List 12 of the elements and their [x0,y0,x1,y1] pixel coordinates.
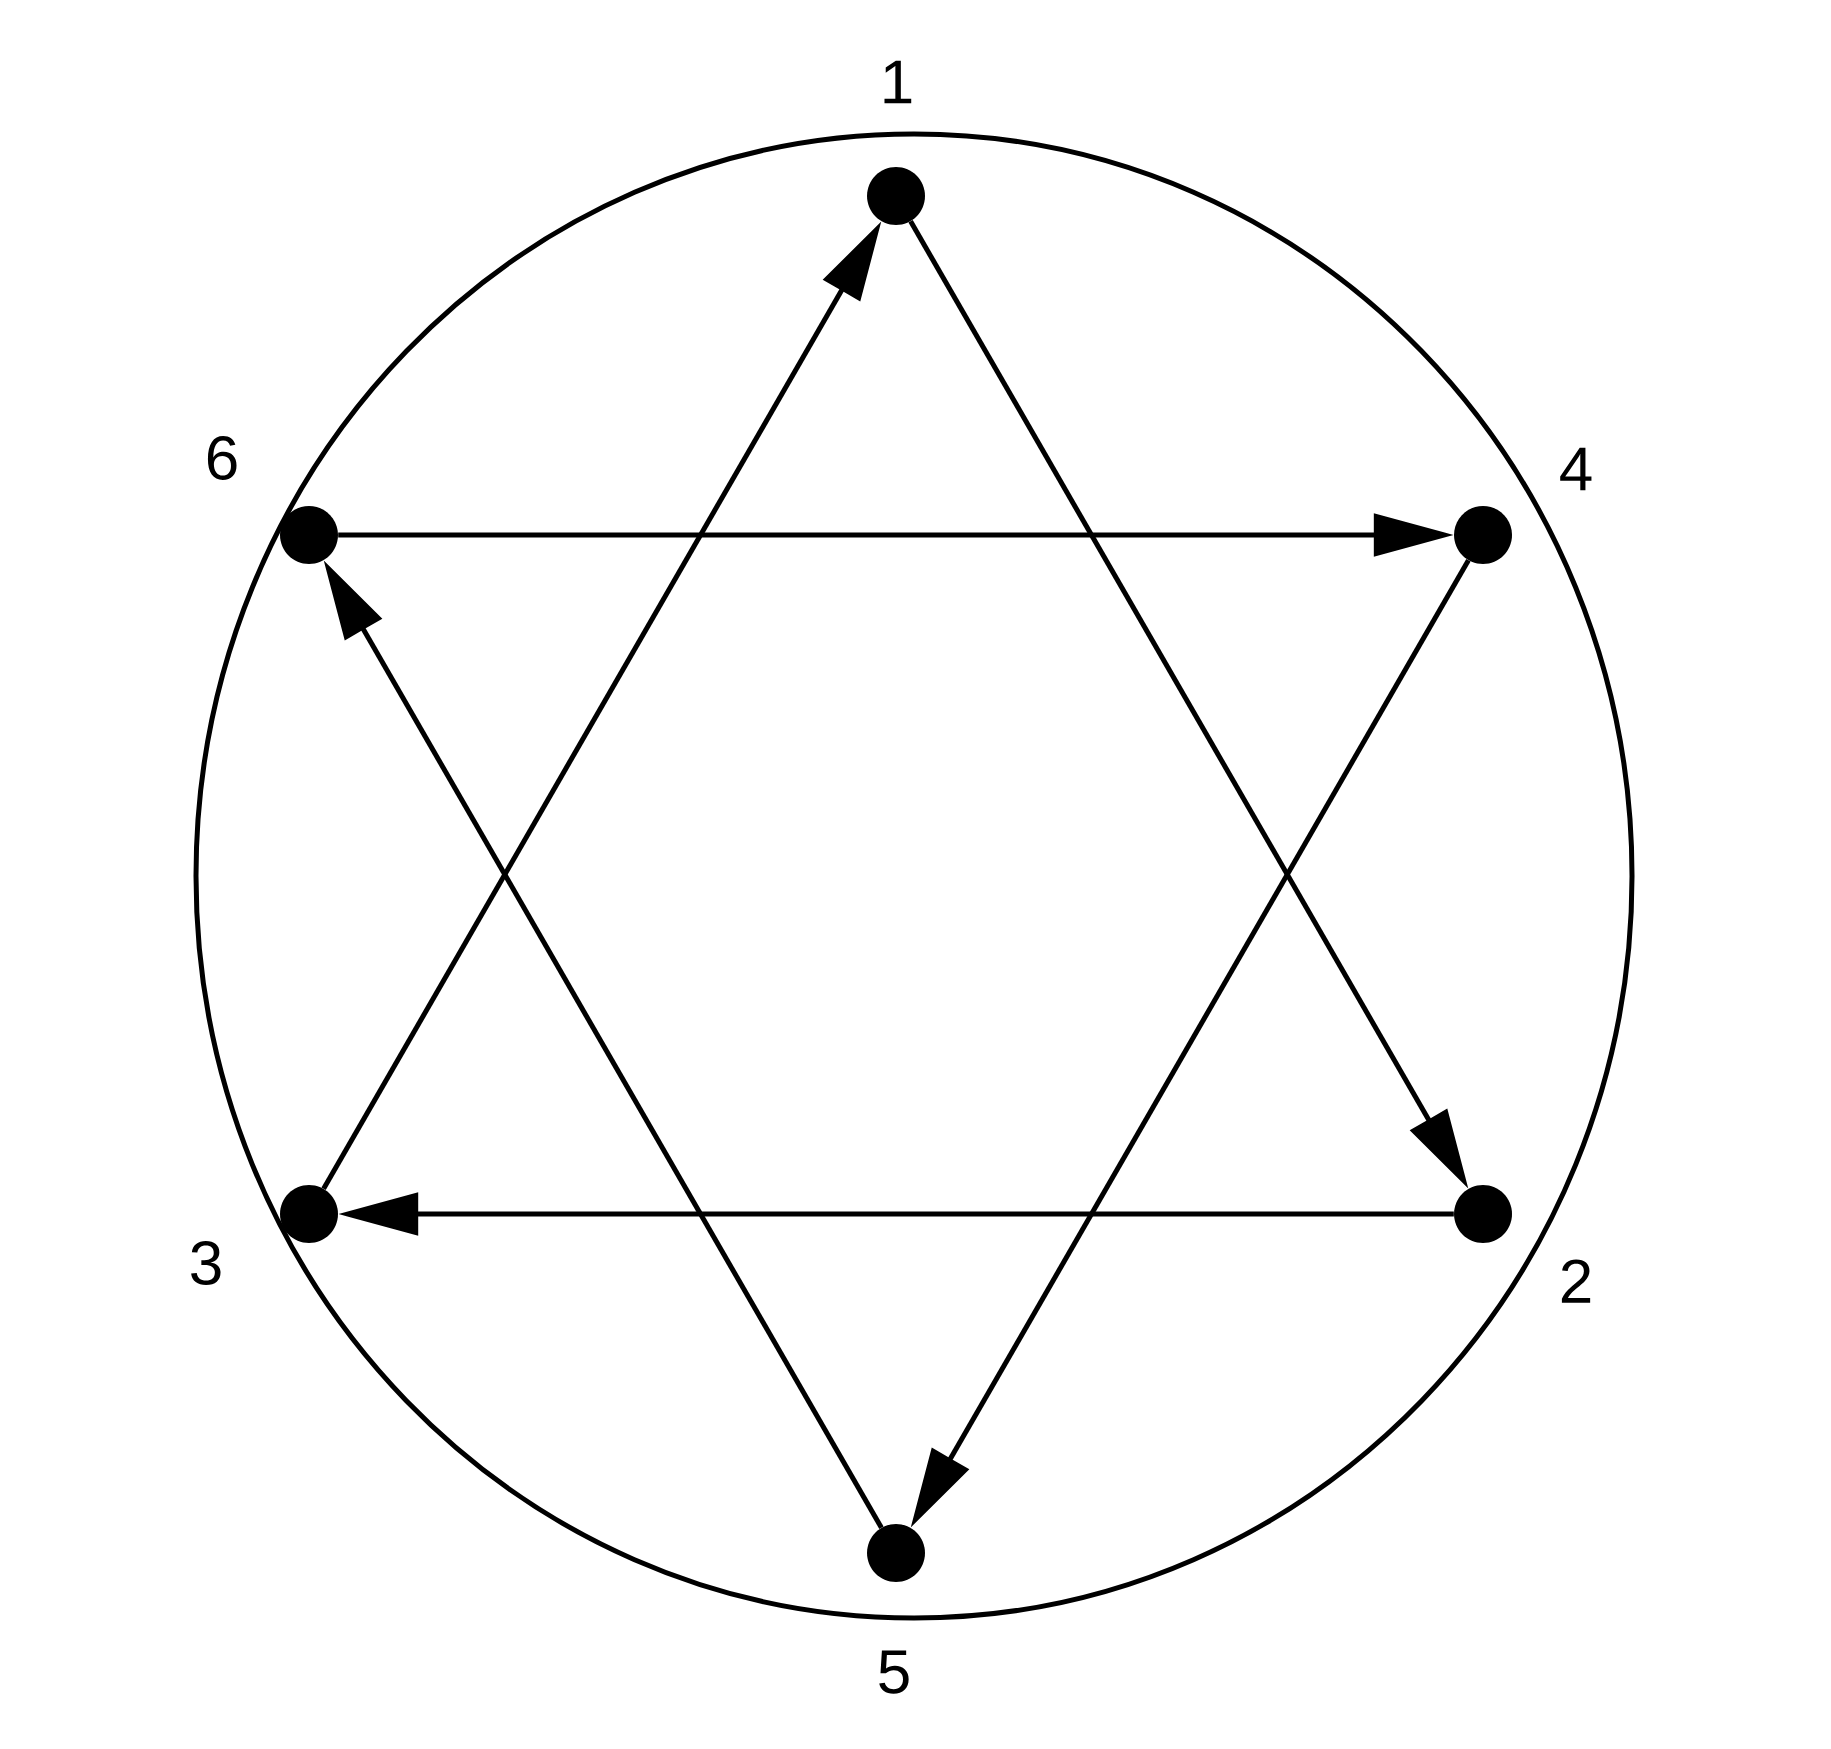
bolt-dot [280,506,338,564]
sequence-number: 4 [1560,447,1592,491]
sequence-number: 3 [191,1241,221,1285]
bolt-dot [280,1185,338,1243]
bolt-dot [1454,1185,1512,1243]
sequence-number: 6 [207,436,237,480]
bolt-dot [867,167,925,225]
bolt-dot [1454,506,1512,564]
sequence-number: 5 [879,1650,909,1694]
sequence-number: 2 [1561,1259,1591,1303]
sequence-number: 1 [884,60,912,104]
bolt-dot [867,1524,925,1582]
